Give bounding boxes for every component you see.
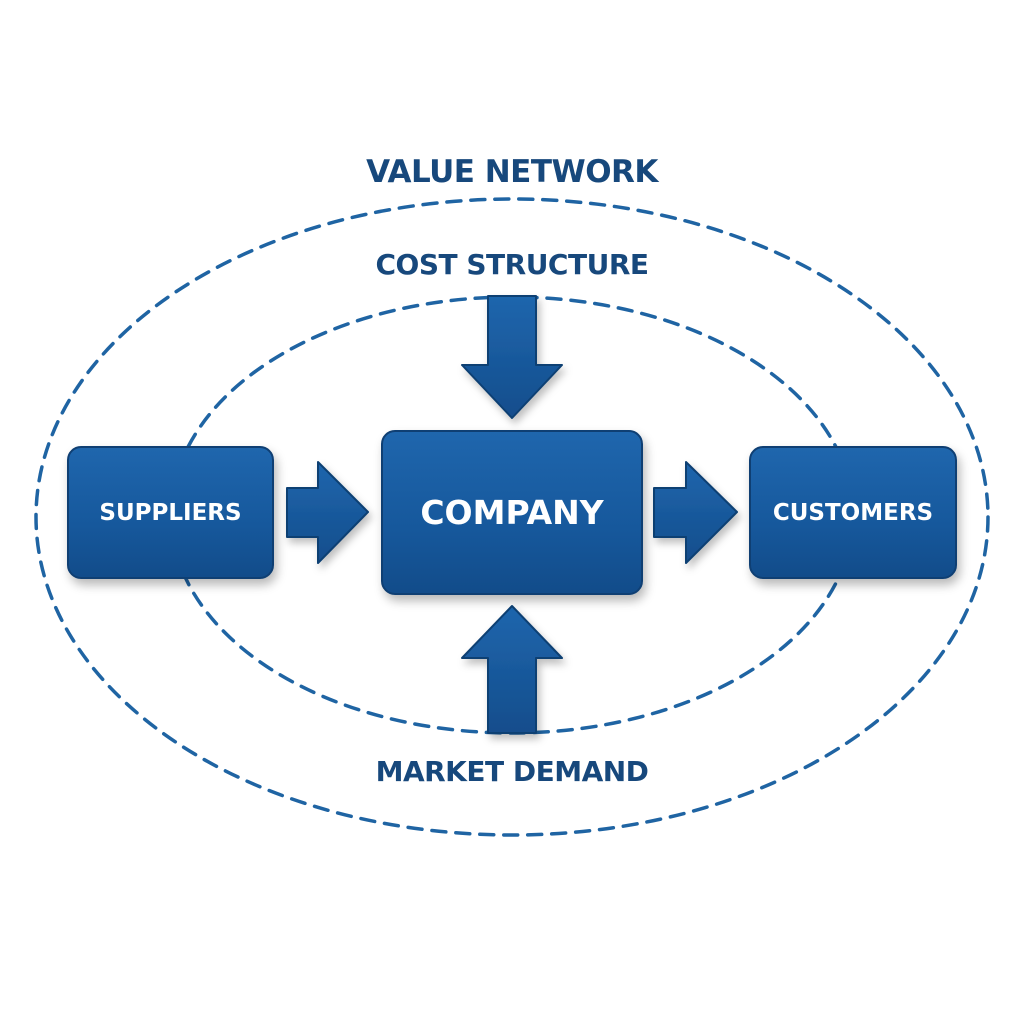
outer-ring-value-network [34, 197, 990, 837]
node-company-label: COMPANY [420, 493, 604, 532]
cost-structure-label: COST STRUCTURE [375, 248, 650, 281]
node-suppliers: SUPPLIERS [67, 446, 274, 579]
node-customers: CUSTOMERS [749, 446, 957, 579]
arrow-right-company-to-customers [653, 461, 738, 564]
arrow-right-suppliers-to-company [286, 461, 369, 564]
value-network-label: VALUE NETWORK [366, 154, 658, 190]
node-company: COMPANY [381, 430, 643, 595]
arrow-down-cost-to-company [461, 295, 563, 419]
arrow-up-demand-to-company [461, 605, 563, 734]
market-demand-label: MARKET DEMAND [375, 755, 649, 788]
node-customers-label: CUSTOMERS [772, 499, 934, 526]
node-suppliers-label: SUPPLIERS [99, 499, 242, 526]
